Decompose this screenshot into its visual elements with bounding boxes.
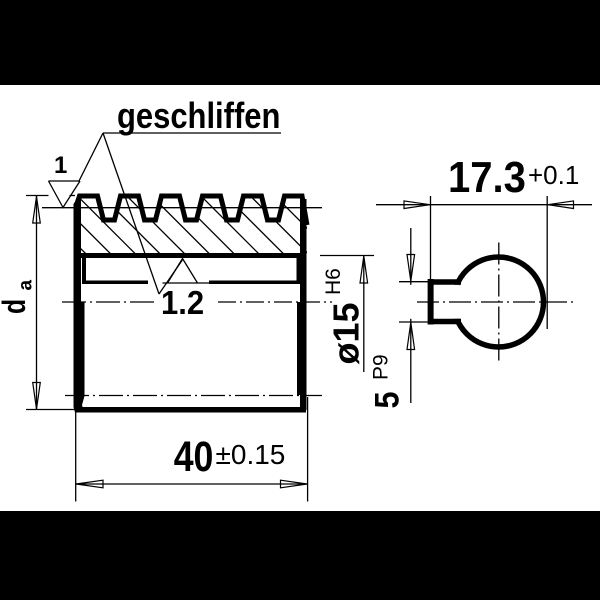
svg-text:P9: P9	[370, 354, 393, 380]
svg-text:+0.1: +0.1	[528, 160, 579, 190]
svg-text:ø15: ø15	[326, 302, 367, 364]
svg-text:1: 1	[54, 152, 67, 179]
svg-text:5: 5	[368, 391, 406, 408]
svg-text:a: a	[16, 280, 37, 291]
svg-text:d: d	[0, 299, 33, 314]
svg-text:H6: H6	[322, 268, 345, 295]
svg-text:40: 40	[174, 433, 214, 481]
svg-text:geschliffen: geschliffen	[117, 97, 280, 137]
svg-text:±0.15: ±0.15	[216, 439, 286, 470]
svg-text:17.3: 17.3	[448, 152, 526, 201]
svg-text:1.2: 1.2	[161, 284, 204, 321]
